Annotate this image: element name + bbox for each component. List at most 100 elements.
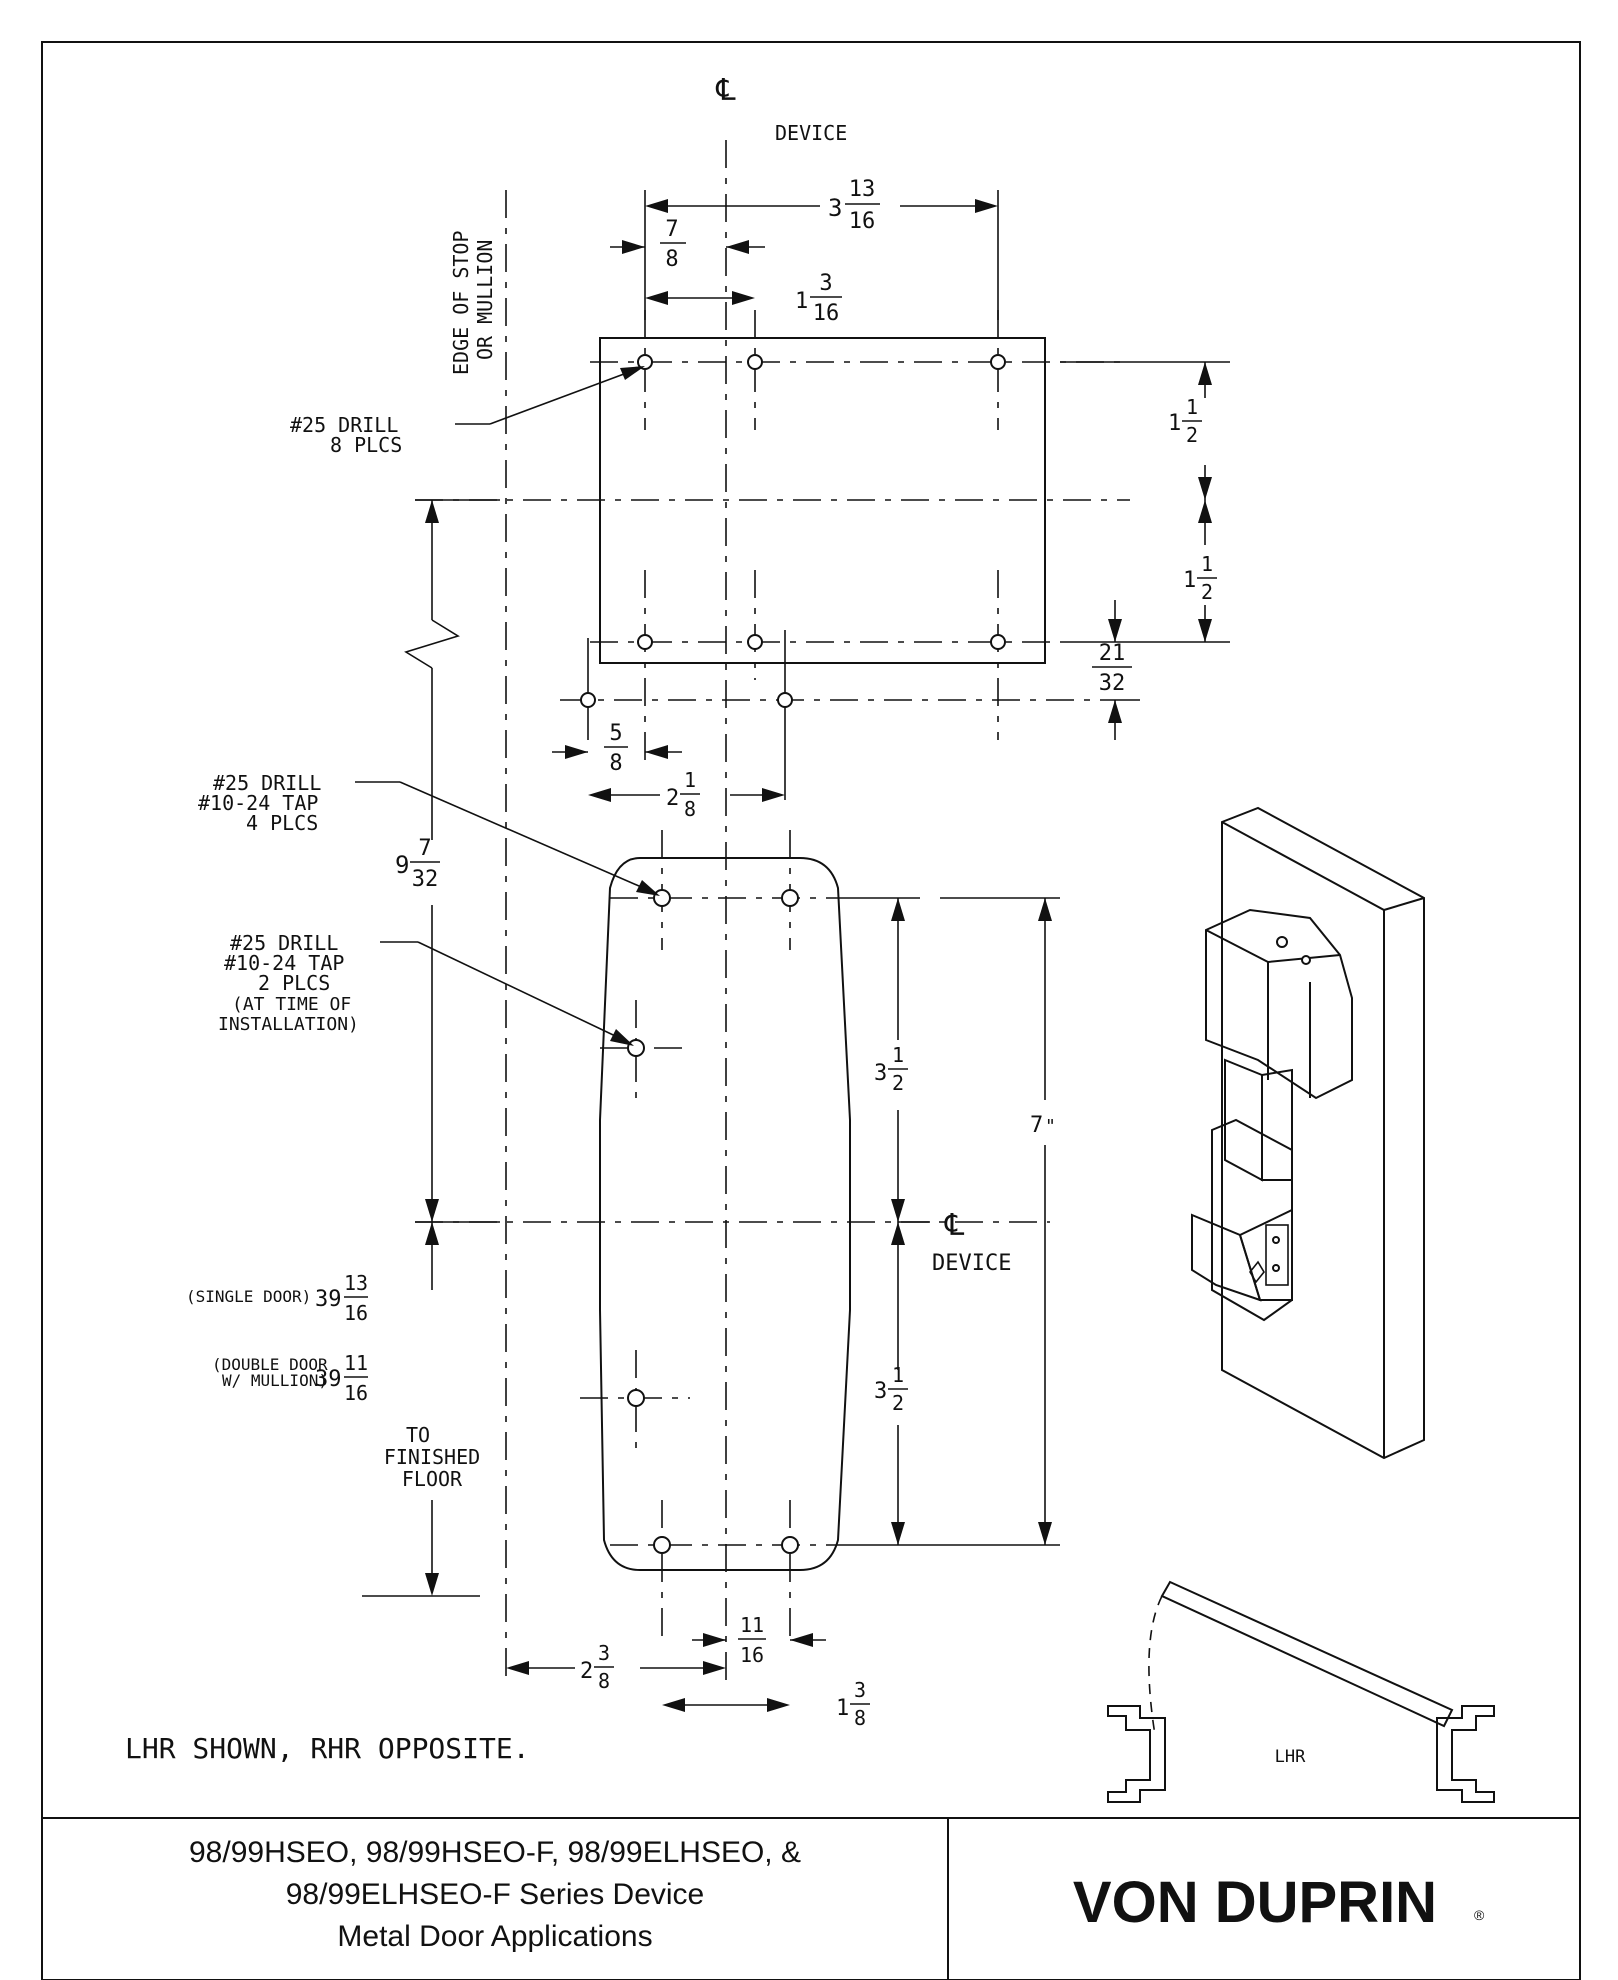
svg-text:8: 8 bbox=[609, 751, 622, 776]
svg-text:2: 2 bbox=[666, 786, 679, 811]
dim-3-1-2-upper: 3 1 2 bbox=[850, 897, 920, 1222]
drill-hole bbox=[990, 354, 1006, 370]
svg-text:1: 1 bbox=[684, 768, 696, 792]
drill-hole bbox=[580, 692, 596, 708]
svg-text:": " bbox=[1045, 1116, 1056, 1137]
svg-text:2: 2 bbox=[1186, 423, 1198, 447]
svg-text:3: 3 bbox=[819, 271, 832, 296]
svg-text:32: 32 bbox=[1099, 671, 1126, 696]
svg-text:3: 3 bbox=[598, 1641, 610, 1665]
svg-text:16: 16 bbox=[740, 1643, 764, 1667]
lower-hole-guides bbox=[580, 830, 850, 1640]
svg-text:13: 13 bbox=[344, 1271, 368, 1295]
drill-hole bbox=[627, 1039, 645, 1057]
svg-text:W/ MULLION): W/ MULLION) bbox=[222, 1371, 328, 1390]
svg-text:(DOUBLE DOOR: (DOUBLE DOOR bbox=[212, 1355, 328, 1374]
title-line-1: 98/99HSEO, 98/99HSEO-F, 98/99ELHSEO, & bbox=[189, 1836, 801, 1869]
svg-text:LHR: LHR bbox=[1275, 1747, 1306, 1767]
svg-text:3: 3 bbox=[874, 1379, 887, 1404]
dim-2-3-8: 2 3 8 bbox=[506, 1641, 726, 1693]
dim-7-8: 7 8 bbox=[610, 217, 765, 272]
title-line-3: Metal Door Applications bbox=[337, 1920, 652, 1953]
svg-text:2: 2 bbox=[892, 1391, 904, 1415]
centerline-symbol-top: ℄ bbox=[715, 73, 736, 108]
svg-text:8: 8 bbox=[665, 247, 678, 272]
dim-9-7-32: 9 7 32 bbox=[395, 499, 500, 1222]
svg-text:16: 16 bbox=[849, 209, 876, 234]
svg-text:1: 1 bbox=[892, 1363, 904, 1387]
svg-text:#25 DRILL: #25 DRILL bbox=[213, 771, 321, 795]
svg-text:16: 16 bbox=[813, 301, 840, 326]
drill-hole bbox=[781, 1536, 799, 1554]
svg-text:(AT TIME OF: (AT TIME OF bbox=[232, 994, 351, 1015]
dim-7: 7 " bbox=[940, 897, 1060, 1545]
svg-text:#25 DRILL: #25 DRILL bbox=[230, 931, 338, 955]
svg-text:8 PLCS: 8 PLCS bbox=[330, 433, 402, 457]
svg-text:3: 3 bbox=[828, 194, 842, 222]
dim-1-1-2-upper: 1 1 2 bbox=[1060, 361, 1230, 643]
svg-text:1: 1 bbox=[1183, 568, 1196, 593]
lhr-door-diagram: LHR bbox=[1107, 1580, 1495, 1803]
svg-text:2 PLCS: 2 PLCS bbox=[258, 971, 330, 995]
svg-text:(SINGLE DOOR): (SINGLE DOOR) bbox=[186, 1287, 311, 1306]
svg-text:1: 1 bbox=[1186, 395, 1198, 419]
svg-text:3: 3 bbox=[874, 1061, 887, 1086]
drill-hole bbox=[653, 1536, 671, 1554]
dim-21-32: 21 32 bbox=[1092, 600, 1140, 740]
svg-text:8: 8 bbox=[684, 797, 696, 821]
svg-text:32: 32 bbox=[412, 867, 439, 892]
svg-text:39: 39 bbox=[315, 1367, 342, 1392]
svg-text:7: 7 bbox=[665, 217, 678, 242]
hand-note: LHR SHOWN, RHR OPPOSITE. bbox=[125, 1732, 530, 1765]
device-isometric-illustration bbox=[1191, 806, 1425, 1460]
svg-text:#10-24 TAP: #10-24 TAP bbox=[224, 951, 344, 975]
device-template-outline bbox=[599, 857, 851, 1571]
device-label-top: DEVICE bbox=[775, 121, 847, 145]
drill-hole bbox=[747, 634, 763, 650]
svg-text:TO: TO bbox=[406, 1423, 430, 1447]
svg-text:#10-24 TAP: #10-24 TAP bbox=[198, 791, 318, 815]
or-mullion-label: OR MULLION bbox=[473, 240, 497, 360]
svg-text:2: 2 bbox=[580, 1659, 593, 1684]
svg-text:1: 1 bbox=[1168, 411, 1181, 436]
svg-text:8: 8 bbox=[598, 1669, 610, 1693]
svg-text:11: 11 bbox=[344, 1351, 368, 1375]
svg-text:FLOOR: FLOOR bbox=[402, 1467, 463, 1491]
svg-text:16: 16 bbox=[344, 1301, 368, 1325]
floor-dimension-labels: (SINGLE DOOR) 39 13 16 (DOUBLE DOOR W/ M… bbox=[186, 1221, 500, 1597]
svg-text:39: 39 bbox=[315, 1287, 342, 1312]
drill-hole bbox=[637, 354, 653, 370]
dim-1-3-8: 1 3 8 bbox=[662, 1678, 870, 1730]
svg-text:1: 1 bbox=[836, 1696, 849, 1721]
svg-text:8: 8 bbox=[854, 1706, 866, 1730]
drill-hole bbox=[781, 889, 799, 907]
registered-mark: ® bbox=[1474, 1907, 1485, 1923]
drill-hole bbox=[990, 634, 1006, 650]
von-duprin-logo: VON DUPRIN bbox=[1073, 1870, 1437, 1935]
dim-3-13-16: 3 13 16 bbox=[644, 177, 999, 320]
svg-text:#25 DRILL: #25 DRILL bbox=[290, 413, 398, 437]
dim-1-1-2-lower: 1 1 2 bbox=[1183, 500, 1217, 642]
svg-text:21: 21 bbox=[1099, 641, 1126, 666]
drill-callout-2: #25 DRILL #10-24 TAP 4 PLCS bbox=[198, 771, 660, 896]
svg-text:DEVICE: DEVICE bbox=[932, 1251, 1011, 1276]
svg-text:1: 1 bbox=[795, 289, 808, 314]
centerline-device-mid: ℄ DEVICE bbox=[898, 1208, 1011, 1276]
dim-3-1-2-lower: 3 1 2 bbox=[850, 1222, 1060, 1546]
svg-text:16: 16 bbox=[344, 1381, 368, 1405]
svg-text:4 PLCS: 4 PLCS bbox=[246, 811, 318, 835]
drill-callout-3: #25 DRILL #10-24 TAP 2 PLCS (AT TIME OF … bbox=[218, 931, 634, 1046]
svg-text:FINISHED: FINISHED bbox=[384, 1445, 480, 1469]
drill-callout-1: #25 DRILL 8 PLCS bbox=[290, 366, 645, 457]
svg-text:11: 11 bbox=[740, 1613, 764, 1637]
drill-hole bbox=[637, 634, 653, 650]
svg-text:7: 7 bbox=[1030, 1113, 1043, 1138]
svg-text:3: 3 bbox=[854, 1678, 866, 1702]
svg-text:13: 13 bbox=[849, 177, 876, 202]
svg-text:INSTALLATION): INSTALLATION) bbox=[218, 1014, 359, 1035]
dim-5-8: 5 8 bbox=[552, 721, 682, 776]
drill-hole bbox=[653, 889, 671, 907]
dim-1-3-16: 1 3 16 bbox=[645, 271, 842, 326]
svg-text:5: 5 bbox=[609, 721, 622, 746]
